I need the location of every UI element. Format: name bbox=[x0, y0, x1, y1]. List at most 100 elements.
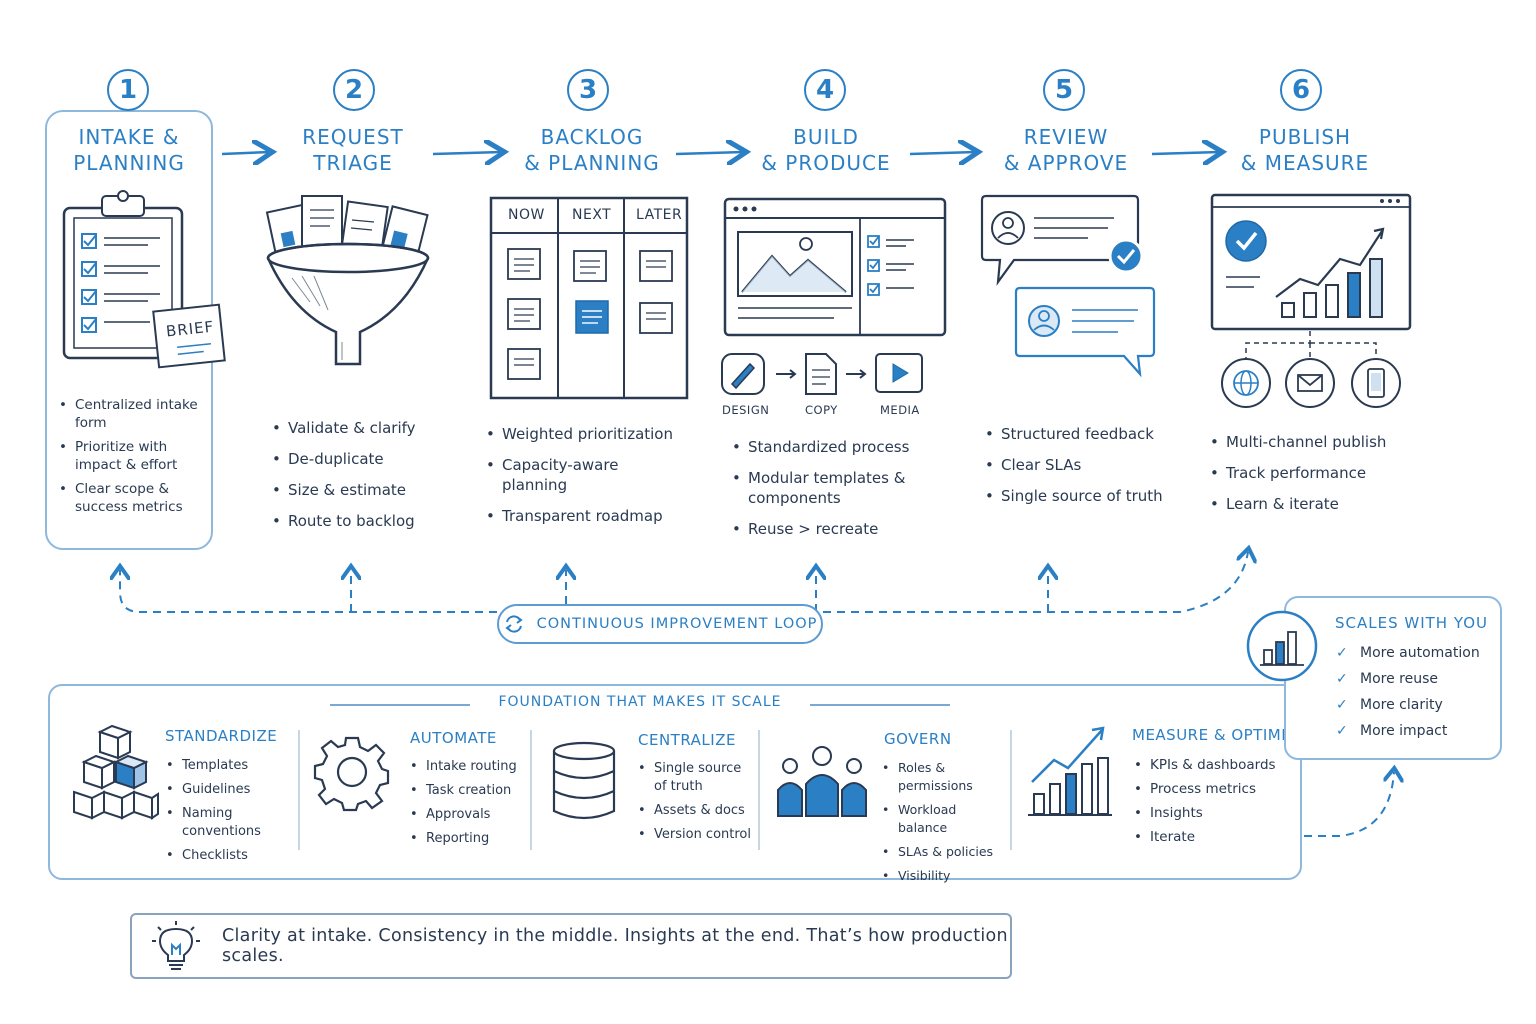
pillar-standardize-items: Templates Guidelines Naming conventions … bbox=[166, 757, 296, 871]
list-item: Naming conventions bbox=[166, 805, 296, 841]
step-6-bullets: Multi-channel publish Track performance … bbox=[1210, 432, 1410, 525]
list-item: Assets & docs bbox=[638, 802, 756, 820]
step-3-title-line1: BACKLOG bbox=[540, 125, 644, 149]
pillar-centralize-title: CENTRALIZE bbox=[638, 731, 736, 749]
list-item: KPIs & dashboards bbox=[1134, 756, 1294, 774]
list-item: Learn & iterate bbox=[1210, 494, 1410, 514]
step-2-bullets: Validate & clarify De-duplicate Size & e… bbox=[272, 418, 442, 542]
arrow-4-5 bbox=[909, 152, 976, 154]
kanban-column-now: NOW bbox=[508, 207, 545, 223]
list-item: Size & estimate bbox=[272, 480, 442, 500]
step-4-bullets: Standardized process Modular templates &… bbox=[732, 437, 942, 550]
list-item: Workload balance bbox=[882, 801, 1008, 837]
list-item: Visibility bbox=[882, 867, 1008, 885]
chat-approval-icon bbox=[980, 194, 1156, 378]
flow-label-design: DESIGN bbox=[722, 403, 770, 417]
design-copy-media-flow bbox=[721, 353, 923, 395]
gear-icon bbox=[313, 736, 390, 812]
divider bbox=[530, 730, 532, 850]
list-item: Task creation bbox=[410, 782, 528, 800]
pillar-measure-title: MEASURE & OPTIMIZE bbox=[1132, 726, 1307, 744]
list-item: Clear scope & success metrics bbox=[59, 480, 207, 516]
step-4-title: BUILD & PRODUCE bbox=[726, 124, 926, 176]
step-1-bullets: Centralized intake form Prioritize with … bbox=[59, 396, 207, 522]
list-item: Approvals bbox=[410, 806, 528, 824]
continuous-improvement-loop: CONTINUOUS IMPROVEMENT LOOP bbox=[497, 604, 823, 644]
list-item: Centralized intake form bbox=[59, 396, 207, 432]
list-item: Process metrics bbox=[1134, 780, 1294, 798]
refresh-icon bbox=[504, 615, 523, 633]
scales-title: SCALES WITH YOU bbox=[1335, 614, 1488, 632]
step-1-title-line1: INTAKE & bbox=[78, 125, 180, 149]
step-2-title-line2: TRIAGE bbox=[313, 151, 393, 175]
pillar-standardize-title: STANDARDIZE bbox=[165, 727, 278, 745]
step-5-title: REVIEW & APPROVE bbox=[966, 124, 1166, 176]
arrow-1-2 bbox=[221, 152, 270, 154]
arrow-5-6 bbox=[1151, 152, 1220, 154]
list-item: Single source of truth bbox=[638, 760, 756, 796]
step-5-title-line2: & APPROVE bbox=[1003, 151, 1129, 175]
list-item: Roles & permissions bbox=[882, 759, 1008, 795]
step-2-title-line1: REQUEST bbox=[302, 125, 404, 149]
loop-label: CONTINUOUS IMPROVEMENT LOOP bbox=[536, 616, 818, 632]
list-item: Intake routing bbox=[410, 758, 528, 776]
pillar-govern-items: Roles & permissions Workload balance SLA… bbox=[882, 759, 1008, 891]
step-6-title-line1: PUBLISH bbox=[1258, 125, 1352, 149]
step-4-title-line2: & PRODUCE bbox=[761, 151, 891, 175]
pillar-centralize-items: Single source of truth Assets & docs Ver… bbox=[638, 760, 756, 850]
list-item: Guidelines bbox=[166, 781, 296, 799]
step-2-title: REQUEST TRIAGE bbox=[253, 124, 453, 176]
arrow-2-3 bbox=[432, 152, 502, 154]
clipboard-icon bbox=[62, 190, 226, 369]
step-6-number: 6 bbox=[1280, 69, 1322, 111]
step-3-title: BACKLOG & PLANNING bbox=[492, 124, 692, 176]
list-item: Multi-channel publish bbox=[1210, 432, 1410, 452]
list-item: Checklists bbox=[166, 847, 296, 865]
list-item: SLAs & policies bbox=[882, 843, 1008, 861]
step-1-title-line2: PLANNING bbox=[73, 151, 185, 175]
database-icon bbox=[552, 741, 616, 820]
step-5-number: 5 bbox=[1043, 69, 1085, 111]
list-item: More impact bbox=[1336, 721, 1496, 741]
growth-chart-icon bbox=[1028, 726, 1112, 816]
step-5-title-line1: REVIEW bbox=[1023, 125, 1109, 149]
step-6-title-line2: & MEASURE bbox=[1240, 151, 1370, 175]
list-item: Modular templates & components bbox=[732, 468, 942, 508]
step-1-number: 1 bbox=[107, 69, 149, 111]
list-item: Single source of truth bbox=[985, 486, 1165, 506]
pillar-automate-title: AUTOMATE bbox=[410, 729, 497, 747]
list-item: Reporting bbox=[410, 830, 528, 848]
divider bbox=[298, 730, 300, 850]
list-item: More automation bbox=[1336, 643, 1496, 663]
step-1-title: INTAKE & PLANNING bbox=[29, 124, 229, 176]
bar-chart-badge-icon bbox=[1246, 610, 1318, 682]
list-item: Transparent roadmap bbox=[486, 506, 686, 526]
tagline-box: Clarity at intake. Consistency in the mi… bbox=[130, 913, 1012, 979]
step-3-title-line2: & PLANNING bbox=[524, 151, 660, 175]
list-item: Version control bbox=[638, 826, 756, 844]
divider bbox=[758, 730, 760, 850]
list-item: More clarity bbox=[1336, 695, 1496, 715]
arrow-3-4 bbox=[675, 152, 744, 154]
list-item: Templates bbox=[166, 757, 296, 775]
list-item: Prioritize with impact & effort bbox=[59, 438, 207, 474]
foundation-title: FOUNDATION THAT MAKES IT SCALE bbox=[330, 694, 950, 710]
list-item: Clear SLAs bbox=[985, 455, 1165, 475]
step-4-number: 4 bbox=[804, 69, 846, 111]
funnel-icon bbox=[265, 195, 430, 366]
analytics-dashboard-icon bbox=[1210, 193, 1412, 408]
tagline-text: Clarity at intake. Consistency in the mi… bbox=[222, 926, 1008, 966]
people-icon bbox=[777, 746, 867, 817]
list-item: Reuse > recreate bbox=[732, 519, 942, 539]
step-3-number: 3 bbox=[567, 69, 609, 111]
kanban-board-icon bbox=[489, 196, 689, 400]
pillar-automate-items: Intake routing Task creation Approvals R… bbox=[410, 758, 528, 854]
pillar-measure-items: KPIs & dashboards Process metrics Insigh… bbox=[1134, 756, 1294, 852]
lightbulb-icon bbox=[152, 921, 200, 970]
pillar-govern-title: GOVERN bbox=[884, 730, 952, 748]
scales-checklist: More automation More reuse More clarity … bbox=[1336, 643, 1496, 747]
flow-arrows bbox=[221, 0, 1536, 200]
step-4-title-line1: BUILD bbox=[793, 125, 859, 149]
step-6-title: PUBLISH & MEASURE bbox=[1205, 124, 1405, 176]
